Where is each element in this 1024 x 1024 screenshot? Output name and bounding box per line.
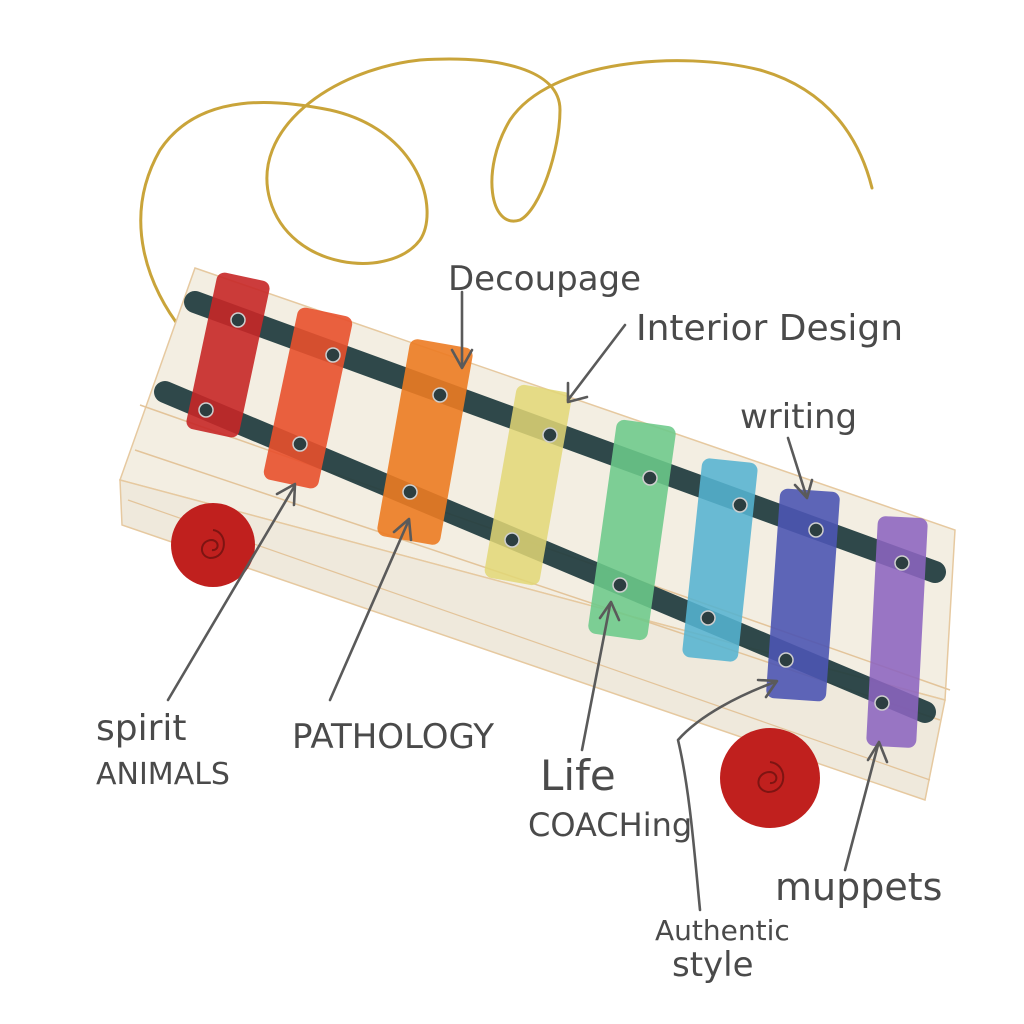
- label-life-coaching-line1: Life: [540, 751, 616, 800]
- label-decoupage: Decoupage: [448, 259, 641, 299]
- label-spirit-animals-line2: ANIMALS: [96, 757, 230, 792]
- bar-purple: [866, 516, 928, 748]
- pull-string: [139, 57, 874, 332]
- wheel-right: [720, 728, 820, 828]
- label-pathology: PATHOLOGY: [292, 717, 494, 757]
- label-interior-design: Interior Design: [636, 308, 903, 349]
- label-spirit-animals-line1: spirit: [96, 708, 187, 749]
- bar-blue: [766, 488, 840, 702]
- annotation-labels: Decoupage Interior Design writing spirit…: [96, 259, 942, 985]
- bar-orange: [377, 339, 473, 545]
- label-muppets: muppets: [775, 865, 942, 909]
- wheel-left: [171, 503, 255, 587]
- label-life-coaching-line2: COACHing: [528, 806, 692, 844]
- label-writing: writing: [740, 397, 857, 437]
- bar-red: [186, 272, 270, 438]
- annotation-arrows: [166, 290, 889, 912]
- label-authentic-style-line1: Authentic: [655, 914, 790, 947]
- bar-screws: [198, 312, 910, 711]
- label-authentic-style-line2: style: [672, 945, 754, 985]
